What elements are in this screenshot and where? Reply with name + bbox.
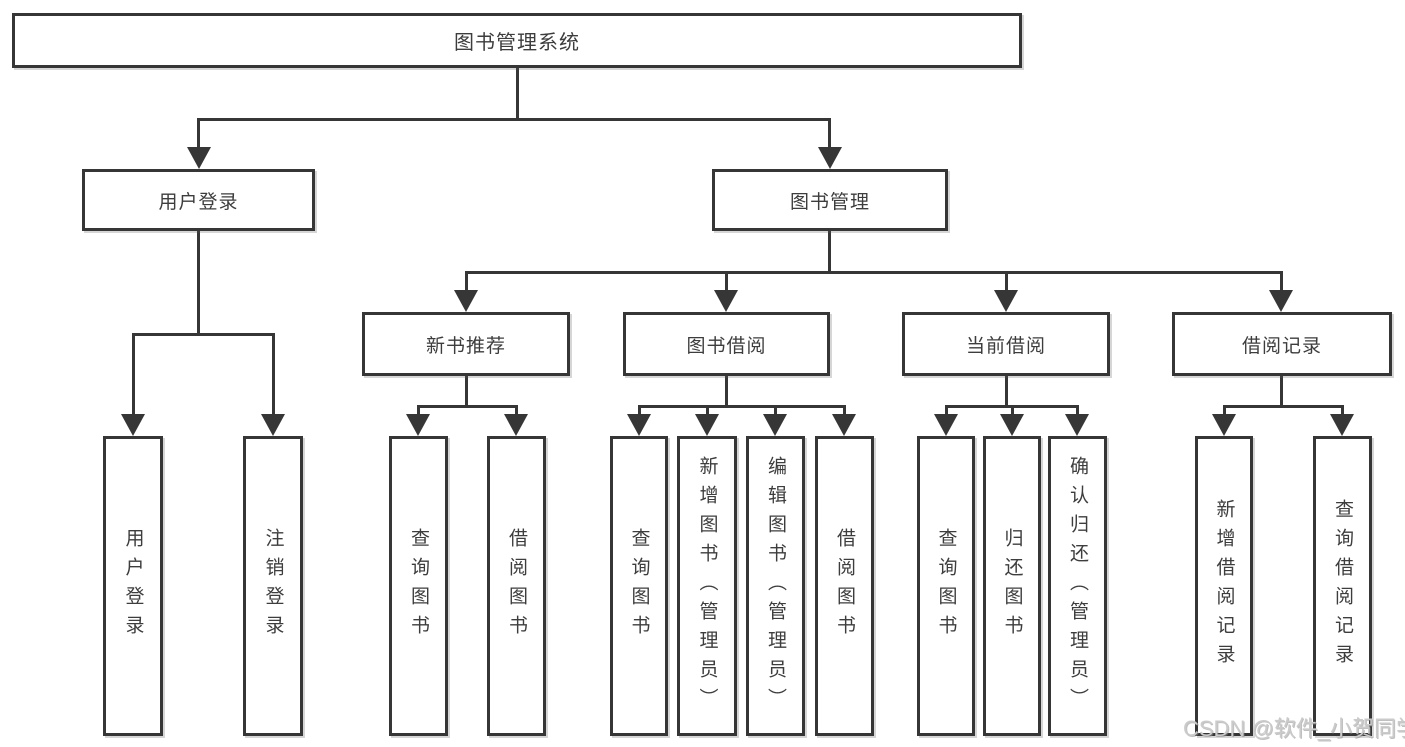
connector-vline (197, 231, 200, 335)
connector-hline (197, 118, 831, 121)
connector-hline (638, 405, 846, 408)
connector-vline (1280, 271, 1283, 292)
node-leaf-borrow-books: 借阅图书 (815, 436, 874, 736)
connector-vline (1005, 271, 1008, 292)
arrow-down-icon (832, 414, 856, 436)
arrow-down-icon (187, 147, 211, 169)
node-label: 编辑图书（管理员） (765, 455, 786, 717)
connector-hline (1223, 405, 1344, 408)
arrow-down-icon (763, 414, 787, 436)
node-label: 借阅图书 (834, 528, 855, 644)
node-label: 图书管理系统 (454, 32, 580, 54)
node-leaf-add-books-admin: 新增图书（管理员） (677, 436, 737, 736)
connector-vline (1005, 376, 1008, 407)
node-leaf-query-books-recommend: 查询图书 (389, 436, 448, 736)
connector-vline (843, 405, 846, 418)
node-leaf-return-books: 归还图书 (983, 436, 1041, 736)
arrow-down-icon (504, 414, 528, 436)
node-leaf-query-borrow-record: 查询借阅记录 (1313, 436, 1372, 736)
node-book-management: 图书管理 (712, 169, 948, 231)
node-label: 查询图书 (935, 528, 957, 644)
node-label: 注销登录 (262, 528, 284, 644)
node-label: 新增借阅记录 (1213, 499, 1235, 673)
arrow-down-icon (818, 147, 842, 169)
arrow-down-icon (1065, 414, 1089, 436)
arrow-down-icon (934, 414, 958, 436)
connector-vline (1223, 405, 1226, 418)
node-label: 确认归还（管理员） (1067, 455, 1088, 717)
arrow-down-icon (695, 414, 719, 436)
node-label: 用户登录 (158, 191, 239, 213)
node-label: 新书推荐 (425, 335, 506, 357)
connector-vline (774, 405, 777, 418)
node-label: 归还图书 (1001, 528, 1023, 644)
connector-vline (272, 333, 275, 416)
node-leaf-logout: 注销登录 (243, 436, 303, 736)
arrow-down-icon (261, 414, 285, 436)
node-leaf-add-borrow-record: 新增借阅记录 (1195, 436, 1253, 736)
node-book-borrow: 图书借阅 (623, 312, 830, 376)
node-label: 图书借阅 (686, 335, 767, 357)
node-new-book-recommend: 新书推荐 (362, 312, 570, 376)
arrow-down-icon (1212, 414, 1236, 436)
node-label: 当前借阅 (965, 335, 1046, 357)
node-label: 查询图书 (628, 528, 650, 644)
node-label: 查询图书 (408, 528, 429, 644)
connector-vline (725, 376, 728, 407)
arrow-down-icon (1269, 290, 1293, 312)
node-label: 图书管理 (789, 191, 870, 213)
node-label: 借阅图书 (506, 528, 527, 644)
connector-vline (638, 405, 641, 418)
node-current-borrow: 当前借阅 (902, 312, 1110, 376)
watermark: CSDN @软件_小贺同学 (1183, 716, 1405, 741)
node-label: 新增图书（管理员） (696, 455, 718, 717)
node-leaf-borrow-books-recommend: 借阅图书 (487, 436, 546, 736)
node-label: 查询借阅记录 (1332, 499, 1353, 673)
connector-vline (1341, 405, 1344, 418)
connector-vline (945, 405, 948, 418)
arrow-down-icon (994, 290, 1018, 312)
arrow-down-icon (1000, 414, 1024, 436)
connector-vline (197, 118, 200, 149)
connector-vline (828, 231, 831, 273)
connector-vline (516, 66, 519, 120)
connector-vline (706, 405, 709, 418)
node-user-login-branch: 用户登录 (82, 169, 315, 231)
arrow-down-icon (454, 290, 478, 312)
connector-vline (417, 405, 420, 418)
connector-vline (1011, 405, 1014, 418)
node-leaf-user-login: 用户登录 (103, 436, 163, 736)
connector-vline (515, 405, 518, 418)
connector-vline (132, 333, 135, 416)
connector-hline (132, 333, 275, 336)
arrow-down-icon (714, 290, 738, 312)
connector-hline (465, 271, 1283, 274)
connector-vline (465, 271, 468, 292)
node-leaf-query-books-borrow: 查询图书 (610, 436, 668, 736)
node-leaf-query-books-current: 查询图书 (917, 436, 975, 736)
node-label: 用户登录 (122, 528, 144, 644)
connector-vline (1280, 376, 1283, 407)
connector-vline (828, 118, 831, 149)
node-leaf-edit-books-admin: 编辑图书（管理员） (746, 436, 805, 736)
node-leaf-confirm-return-admin: 确认归还（管理员） (1048, 436, 1107, 736)
connector-vline (1076, 405, 1079, 418)
node-label: 借阅记录 (1241, 335, 1322, 357)
connector-hline (417, 405, 518, 408)
connector-vline (465, 376, 468, 407)
arrow-down-icon (121, 414, 145, 436)
arrow-down-icon (627, 414, 651, 436)
node-root: 图书管理系统 (12, 13, 1022, 68)
connector-vline (725, 271, 728, 292)
arrow-down-icon (406, 414, 430, 436)
node-borrow-records: 借阅记录 (1172, 312, 1392, 376)
arrow-down-icon (1330, 414, 1354, 436)
